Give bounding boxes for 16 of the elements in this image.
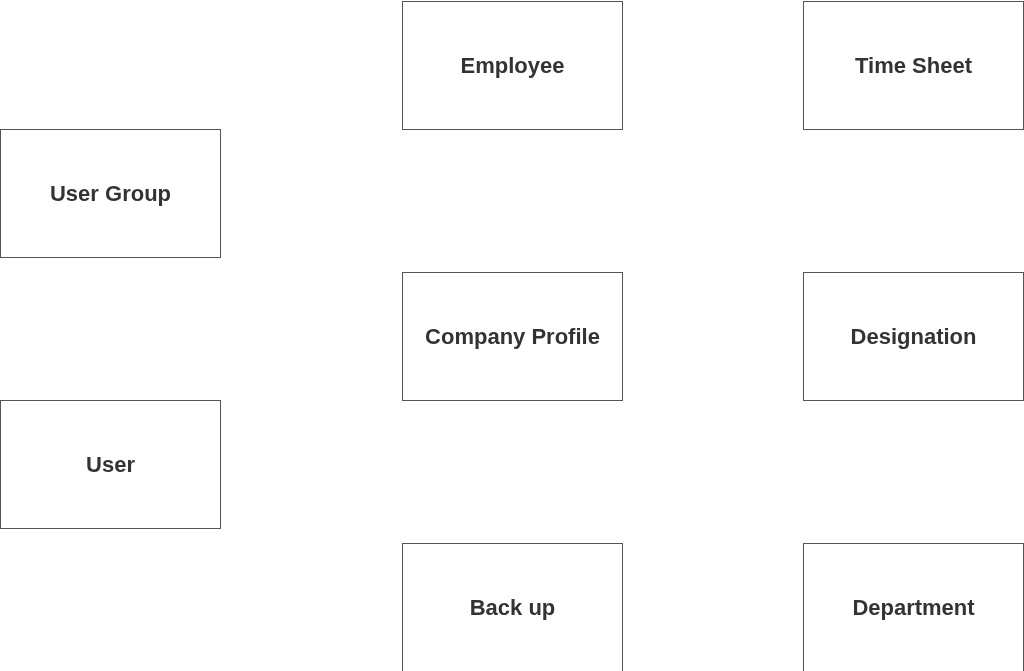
entity-box [402,543,623,671]
entity-label: Designation [850,323,977,350]
entity-box [402,1,623,130]
entity-label: Time Sheet [855,52,972,79]
entity-label: User Group [50,180,171,207]
entity-box [803,543,1024,671]
entity-label: Department [852,594,975,621]
entity-box [803,272,1024,401]
entity-label: User [86,451,135,478]
entity-label: Back up [469,594,556,621]
entity-label: Company Profile [425,323,600,350]
entity-box [0,400,221,529]
entity-box [402,272,623,401]
entity-box [803,1,1024,130]
entity-box [0,129,221,258]
entity-label: Employee [460,52,565,79]
